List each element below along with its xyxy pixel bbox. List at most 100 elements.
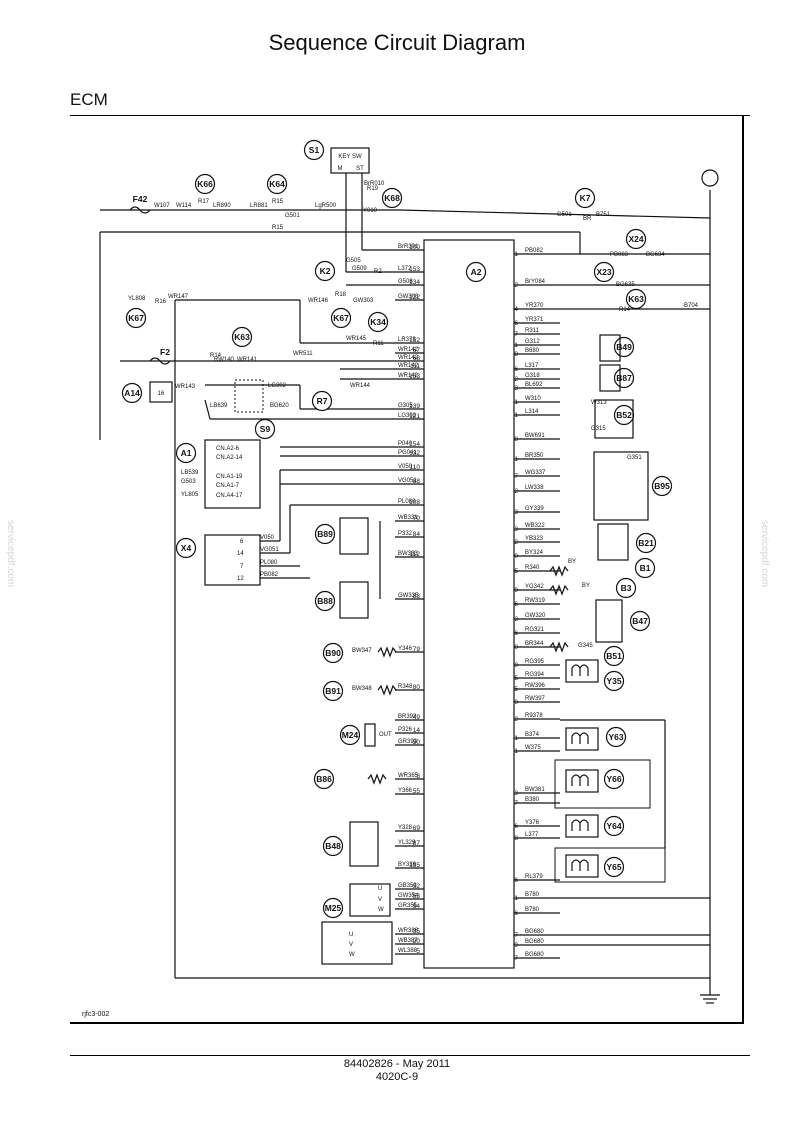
wire-label: PL080	[398, 499, 416, 505]
wire-label: G318	[525, 373, 540, 379]
fuse-label: F2	[160, 347, 170, 357]
component-label: S1	[309, 145, 320, 155]
key-switch-st: ST	[356, 166, 364, 172]
wire-label: G501	[285, 213, 300, 219]
wire-label: YR370	[525, 303, 544, 309]
wire-label: CN.A2-6	[216, 446, 240, 452]
solenoid-group	[554, 847, 666, 883]
component-label: K7	[580, 193, 591, 203]
wire-label: BG635	[616, 282, 635, 288]
wire-label: GB353	[398, 883, 417, 889]
wire-label: PB083	[610, 252, 629, 258]
component-marker	[330, 307, 352, 329]
wire-label: BW348	[352, 686, 372, 692]
ecm-pin-number: 54	[413, 903, 421, 910]
solenoid-group	[554, 759, 651, 809]
component-label: B88	[317, 596, 333, 606]
wire-label: BY	[582, 583, 590, 589]
ecm-pin-number: 108	[409, 499, 420, 506]
wire-label: R311	[525, 328, 540, 334]
wire-label: GR355	[398, 903, 418, 909]
wire-label: W	[378, 907, 384, 913]
figure-ref: rjfc3-002	[82, 1011, 110, 1018]
sensor-box	[593, 451, 649, 521]
solenoid-box	[565, 814, 599, 838]
controller-box	[204, 439, 261, 509]
wire-label: CN.A1-19	[216, 474, 243, 480]
wire-label: LB639	[210, 403, 228, 409]
ecm-pin-number: 67	[413, 347, 421, 354]
component-marker	[603, 645, 625, 667]
wire-label: BR	[583, 216, 592, 222]
ecm-pin-number: 112	[410, 551, 421, 558]
header-rule	[70, 115, 750, 116]
battery-negative-icon	[701, 169, 719, 187]
wire-label: GW354	[398, 893, 419, 899]
connector-box	[149, 381, 173, 403]
wire-label: BR392	[398, 714, 417, 720]
component-label: A2	[471, 267, 482, 277]
ecm-pin-number: 68	[413, 355, 421, 362]
ecm-pin-number: 70	[413, 515, 421, 522]
component-label: R7	[317, 396, 328, 406]
fuse-icon	[129, 206, 151, 214]
wire-label: YL808	[128, 296, 146, 302]
wire-label: G315	[591, 426, 606, 432]
ecm-block	[423, 239, 515, 969]
wire-label: V050	[260, 535, 275, 541]
wire-label: R11	[373, 341, 384, 347]
ecm-pin-number: 121	[409, 413, 420, 420]
component-label: K67	[128, 313, 144, 323]
wire-label: G345	[578, 643, 593, 649]
ecm-pin-number: 84	[413, 531, 421, 538]
wire-label: CN.A4-17	[216, 493, 243, 499]
ecm-pin-number: 111	[410, 363, 420, 370]
wire-label: Y328	[398, 825, 413, 831]
watermark-left: servicepdf.com	[5, 520, 16, 588]
sensor-box	[599, 364, 621, 392]
wire-label: G305	[398, 403, 413, 409]
component-marker	[303, 139, 325, 161]
ecm-pin-number: 139	[409, 403, 420, 410]
component-marker	[231, 326, 253, 348]
component-label: K63	[628, 294, 644, 304]
wire-label: VG051	[260, 547, 279, 553]
wire-label: Y346	[398, 646, 413, 652]
wire-label: BY324	[525, 550, 544, 556]
wire-label: G503	[181, 479, 196, 485]
component-marker	[311, 390, 333, 412]
wire-label: PL080	[260, 560, 278, 566]
solenoid-box	[565, 727, 599, 751]
ecm-pin-number: 83	[413, 593, 421, 600]
ecm-pin-number: 8	[416, 773, 420, 780]
motor-box	[321, 921, 393, 965]
footer-page-number: 4020C-9	[375, 1071, 419, 1083]
sensor-box	[349, 821, 379, 867]
component-marker	[381, 187, 403, 209]
wire-label: V	[378, 897, 382, 903]
wire-label: R14	[210, 353, 222, 359]
wire-label: BW381	[525, 787, 545, 793]
wire-label: W107	[154, 203, 170, 209]
wire-label: RG395	[525, 659, 545, 665]
wire-label: WB322	[525, 523, 545, 529]
component-label: S9	[260, 424, 271, 434]
component-label: B91	[325, 686, 341, 696]
wire-label: L314	[525, 409, 539, 415]
wire-label: B680	[525, 348, 540, 354]
wire-label: BG680	[525, 939, 544, 945]
relay-box	[234, 379, 264, 413]
wire-label: BrR010	[364, 181, 385, 187]
ecm-pin-number: 14	[413, 727, 421, 734]
ecm-pin-number: 133	[409, 373, 420, 380]
component-marker	[625, 288, 647, 310]
wire-label: WR144	[350, 383, 371, 389]
wire-label: L372	[398, 266, 412, 272]
resistor-icon	[377, 684, 397, 696]
component-marker	[465, 261, 487, 283]
wire	[399, 209, 711, 219]
wire-label: R348	[398, 684, 413, 690]
wire-label: LR890	[213, 203, 231, 209]
wire-label: P332	[398, 531, 413, 537]
